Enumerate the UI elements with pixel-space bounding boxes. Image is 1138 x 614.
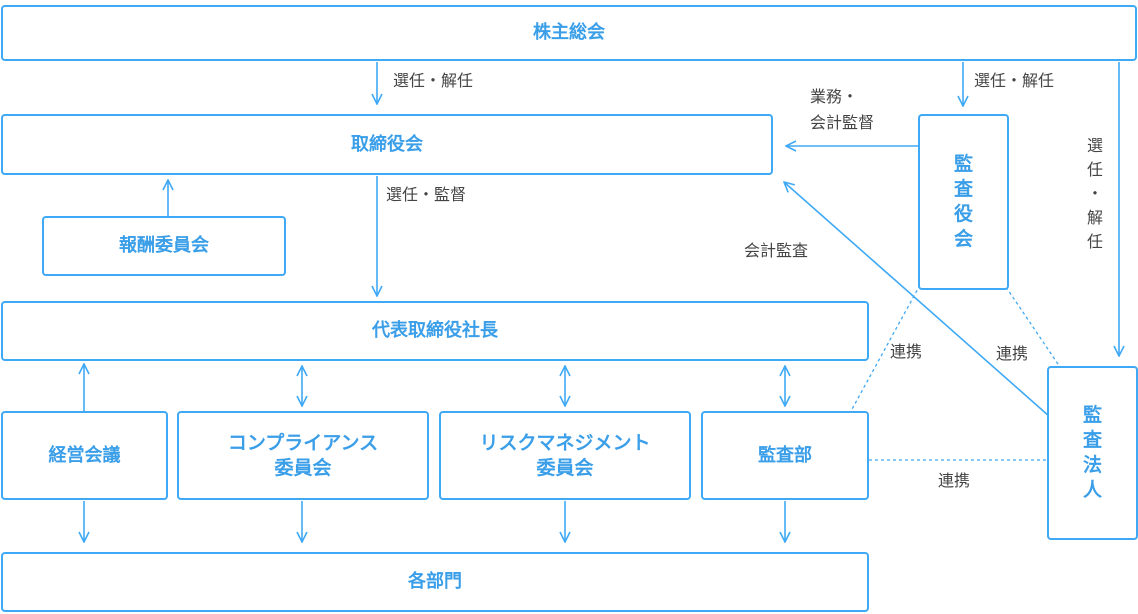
president-label: 代表取締役社長 [372, 320, 498, 341]
label-business-audit-line1: 業務・ [810, 87, 859, 106]
auditor-char: 人 [1082, 479, 1102, 501]
auditor-char: 監 [1082, 404, 1102, 426]
compensation-committee-box: 報酬委員会 [42, 216, 286, 276]
departments-box: 各部門 [1, 552, 869, 612]
board-label: 取締役会 [351, 133, 423, 155]
label-coop-audit-board-auditor: 連携 [996, 344, 1029, 363]
label-char: 解 [1086, 208, 1103, 227]
label-char: 任 [1086, 232, 1103, 251]
audit-board-char: 会 [953, 228, 973, 250]
risk-committee-box: リスクマネジメント 委員会 [439, 411, 691, 500]
shareholders-box: 株主総会 [1, 5, 1137, 61]
compensation-committee-label: 報酬委員会 [119, 235, 209, 256]
audit-board-char: 役 [953, 203, 973, 225]
president-box: 代表取締役社長 [1, 301, 869, 361]
accounting-auditor-box: 監 査 法 人 [1047, 366, 1138, 540]
arrow-auditor-to-board [784, 182, 1059, 425]
risk-committee-label-line2: 委員会 [536, 456, 594, 479]
audit-board-char: 監 [953, 153, 973, 175]
risk-committee-label-line1: リスクマネジメント [479, 431, 651, 454]
shareholders-label: 株主総会 [533, 22, 605, 43]
label-char: ・ [1086, 184, 1103, 203]
label-elect-dismiss-audit-board: 選任・解任 [974, 71, 1055, 90]
compliance-committee-label-line1: コンプライアンス [227, 431, 379, 454]
management-council-box: 経営会議 [1, 411, 168, 500]
internal-audit-box: 監査部 [701, 411, 869, 500]
audit-board-box: 監 査 役 会 [918, 114, 1009, 290]
label-elect-supervise: 選任・監督 [386, 185, 467, 204]
label-accounting-audit: 会計監査 [744, 241, 809, 260]
auditor-char: 法 [1082, 454, 1102, 476]
management-council-label: 経営会議 [48, 444, 121, 466]
label-business-audit-line2: 会計監督 [810, 113, 875, 132]
board-box: 取締役会 [1, 114, 773, 175]
label-char: 選 [1086, 136, 1103, 155]
auditor-char: 査 [1082, 429, 1102, 451]
dotted-audit-board-auditor [1005, 286, 1061, 368]
compliance-committee-label-line2: 委員会 [274, 456, 332, 479]
internal-audit-label: 監査部 [758, 444, 812, 466]
compliance-committee-box: コンプライアンス 委員会 [177, 411, 429, 500]
label-coop-audit-board-internal: 連携 [890, 342, 923, 361]
label-char: 任 [1086, 160, 1103, 179]
label-elect-dismiss-auditor: 選 任 ・ 解 任 [1084, 134, 1106, 254]
audit-board-char: 査 [953, 178, 973, 200]
label-elect-dismiss-board: 選任・解任 [393, 71, 474, 90]
departments-label: 各部門 [408, 571, 462, 592]
label-coop-internal-auditor: 連携 [938, 471, 971, 490]
